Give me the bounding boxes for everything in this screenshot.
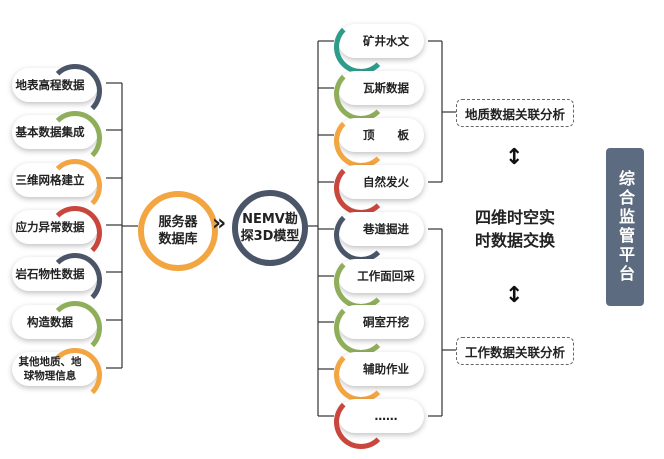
monitor-item: 巷道掘进 (334, 208, 424, 262)
left-data-item: 岩石物性数据 (12, 253, 102, 307)
geo-analysis-box: 地质数据关联分析 (456, 99, 574, 127)
monitor-item: 自然发火 (334, 161, 424, 215)
monitor-item-label: 工作面回采 (357, 269, 415, 283)
monitor-item-label: 辅助作业 (363, 362, 409, 376)
monitor-item-label: 自然发火 (363, 175, 409, 189)
left-data-item: 基本数据集成 (12, 111, 102, 165)
nemv-model-node: NEMV勘 探3D模型 (232, 190, 308, 266)
left-data-item-label: 基本数据集成 (15, 125, 85, 139)
left-data-item: 其他地质、地 球物理信息 (12, 348, 102, 402)
left-data-item-label: 构造数据 (27, 315, 73, 329)
left-data-item: 三维网格建立 (12, 159, 102, 213)
left-data-item: 构造数据 (12, 301, 102, 355)
platform-panel: 综合监管平台 (606, 148, 644, 306)
monitor-item-label: 硐室开挖 (363, 315, 409, 329)
accent-arc (334, 395, 388, 449)
left-data-item-label: 岩石物性数据 (15, 267, 85, 281)
left-data-item-label: 三维网格建立 (15, 173, 85, 187)
accent-arc (48, 301, 102, 355)
monitor-item-label: 顶 板 (363, 128, 409, 142)
bidirectional-arrow-icon: ↕ (505, 283, 524, 308)
left-data-item-label: 其他地质、地 球物理信息 (18, 356, 82, 382)
monitor-item: 矿井水文 (334, 20, 424, 74)
monitor-item: …… (334, 395, 424, 449)
bidirectional-arrow-icon: ↕ (505, 145, 524, 170)
monitor-item: 硐室开挖 (334, 301, 424, 355)
monitor-item-label: …… (374, 409, 398, 423)
server-database-node: 服务器 数据库 (138, 191, 218, 271)
monitor-item: 工作面回采 (334, 255, 424, 309)
accent-arc (48, 348, 102, 402)
accent-arc (48, 111, 102, 165)
left-data-item-label: 地表高程数据 (15, 78, 85, 92)
accent-arc (48, 206, 102, 260)
left-data-item: 应力异常数据 (12, 206, 102, 260)
monitor-item-label: 矿井水文 (363, 34, 409, 48)
monitor-item: 辅助作业 (334, 348, 424, 402)
monitor-item-label: 巷道掘进 (363, 222, 409, 236)
accent-arc (48, 253, 102, 307)
monitor-item-label: 瓦斯数据 (363, 81, 409, 95)
accent-arc (48, 159, 102, 213)
work-analysis-box: 工作数据关联分析 (456, 337, 574, 365)
left-data-item-label: 应力异常数据 (15, 220, 85, 234)
chevron-arrows-icon: » (212, 211, 227, 236)
monitor-item: 顶 板 (334, 114, 424, 168)
data-exchange-text: 四维时空实 时数据交换 (474, 208, 555, 250)
accent-arc (48, 64, 102, 118)
left-data-item: 地表高程数据 (12, 64, 102, 118)
monitor-item: 瓦斯数据 (334, 67, 424, 121)
